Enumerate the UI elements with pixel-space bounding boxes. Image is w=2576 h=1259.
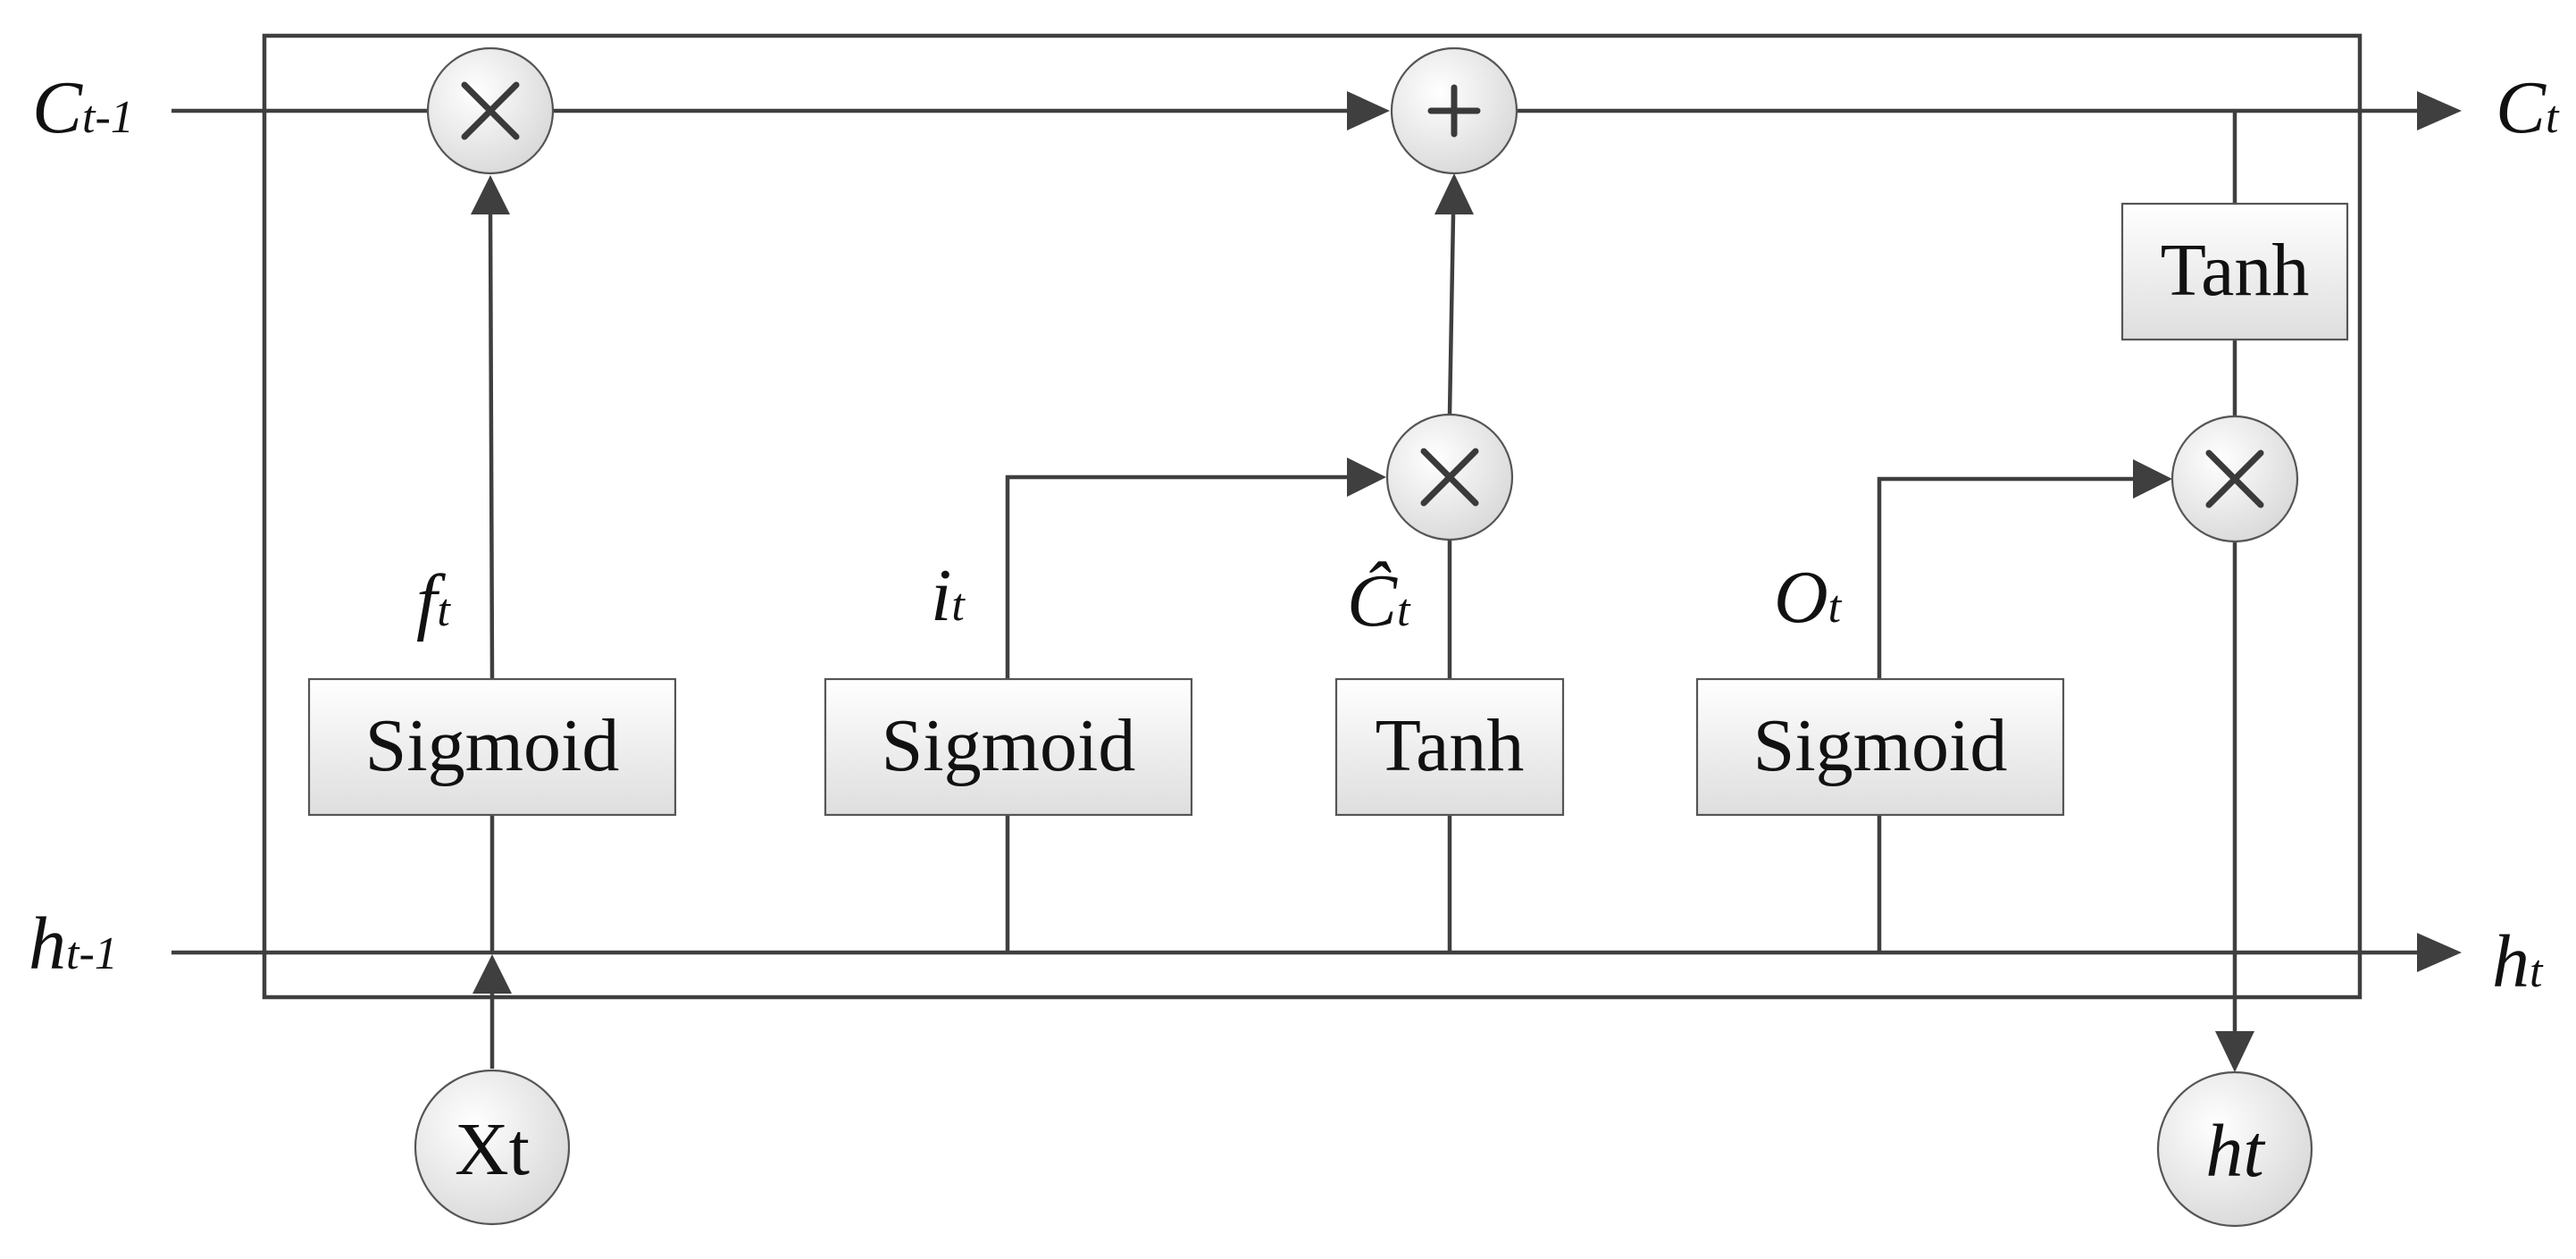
arrow-into-add-bottom	[1434, 173, 1474, 214]
candidate-signal-label: Ĉt	[1347, 559, 1411, 642]
input-sigmoid-box: Sigmoid	[824, 677, 1193, 817]
plus-icon	[1427, 84, 1481, 138]
candidate-box-label: Tanh	[1376, 704, 1525, 787]
output-h-node: ht	[2156, 1070, 2313, 1228]
forget-sigmoid-box: Sigmoid	[307, 677, 677, 817]
input-signal-label: it	[931, 554, 966, 637]
h-next-label: ht	[2492, 920, 2544, 1003]
arrow-ht-down	[2215, 1031, 2254, 1072]
mult-to-add-wire	[1447, 214, 1456, 415]
input-gate-wire-up	[1005, 474, 1347, 679]
forget-wire-up	[488, 214, 495, 680]
c-prev-label: Ct-1	[32, 66, 134, 149]
forget-signal-label: ft	[416, 559, 451, 642]
forget-box-label: Sigmoid	[365, 704, 620, 787]
output-sigmoid-box: Sigmoid	[1695, 677, 2065, 817]
arrow-x-up	[473, 954, 512, 994]
input-box-label: Sigmoid	[882, 704, 1136, 787]
output-h-label: ht	[2205, 1110, 2266, 1193]
output-signal-label: Ot	[1774, 556, 1843, 639]
cell-tanh-box-label: Tanh	[2161, 229, 2310, 312]
input-x-node: Xt	[414, 1069, 571, 1226]
cell-add-operator	[1390, 46, 1518, 175]
output-multiply-operator	[2170, 415, 2299, 543]
arrow-into-add	[1347, 91, 1390, 130]
output-gate-wire-up	[1877, 476, 2133, 679]
candidate-tanh-box: Tanh	[1334, 677, 1565, 817]
arrow-c-out	[2417, 91, 2462, 130]
multiply-icon	[461, 81, 520, 140]
cell-tanh-box: Tanh	[2120, 202, 2349, 341]
cell-frame	[262, 33, 2363, 1000]
forget-multiply-operator	[426, 46, 555, 175]
h-prev-label: ht-1	[29, 902, 118, 986]
arrow-input-into-mult	[1347, 457, 1386, 497]
input-x-label: Xt	[455, 1108, 530, 1191]
multiply-icon	[2205, 449, 2264, 508]
arrow-forget-into-mult	[471, 175, 510, 214]
multiply-icon	[1420, 448, 1479, 507]
c-next-label: Ct	[2496, 66, 2560, 149]
input-multiply-operator	[1385, 413, 1514, 541]
arrow-output-into-mult	[2133, 459, 2172, 499]
output-box-label: Sigmoid	[1753, 704, 2008, 787]
arrow-h-out	[2417, 933, 2462, 972]
